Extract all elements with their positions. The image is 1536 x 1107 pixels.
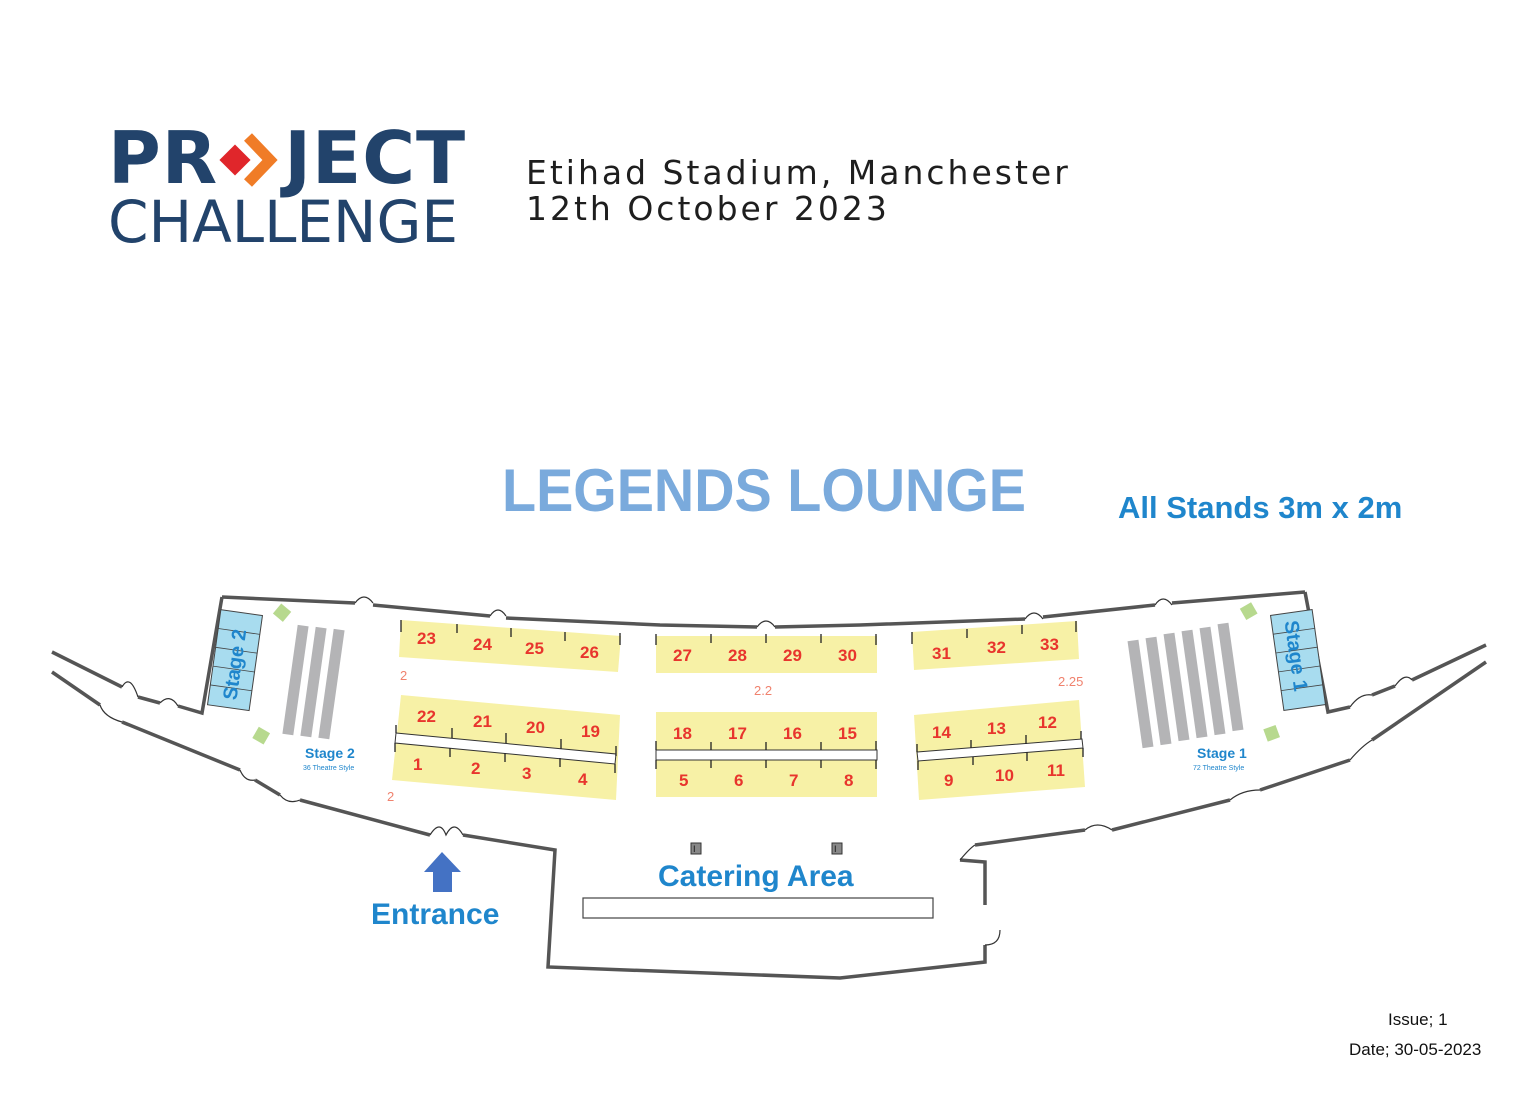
stand-9: 9 (944, 771, 953, 790)
venue-location: Etihad Stadium, Manchester (526, 153, 1071, 192)
logo-text-ject: JECT (284, 116, 467, 200)
entrance-arrow-icon (424, 852, 461, 892)
stand-20: 20 (526, 718, 545, 737)
dimension-center-aisle: 2.2 (754, 683, 772, 698)
dimension-left-front: 2 (387, 789, 394, 804)
stand-32: 32 (987, 638, 1006, 657)
stand-21: 21 (473, 712, 492, 731)
plant-icon (1239, 602, 1258, 621)
stand-18: 18 (673, 724, 692, 743)
svg-text:I: I (693, 844, 696, 854)
plant-icon (1263, 724, 1280, 742)
stand-19: 19 (581, 722, 600, 741)
stand-2: 2 (471, 759, 480, 778)
dimension-right-aisle: 2.25 (1058, 674, 1083, 689)
diamond-chevron-icon (218, 128, 284, 188)
stage-1-capacity: 72 Theatre Style (1193, 765, 1244, 772)
stand-size-note: All Stands 3m x 2m (1118, 490, 1403, 525)
stand-31: 31 (932, 644, 951, 663)
stand-16: 16 (783, 724, 802, 743)
stand-22: 22 (417, 707, 436, 726)
catering-area-label: Catering Area (658, 860, 854, 893)
issue-date: Date; 30-05-2023 (1349, 1040, 1482, 1059)
doors (99, 596, 1413, 946)
stand-3: 3 (522, 764, 531, 783)
stand-4: 4 (578, 770, 588, 789)
stand-7: 7 (789, 771, 798, 790)
stand-14: 14 (932, 723, 951, 742)
stand-15: 15 (838, 724, 857, 743)
catering-counter (582, 897, 934, 919)
stand-12: 12 (1038, 713, 1057, 732)
stand-17: 17 (728, 724, 747, 743)
stand-23: 23 (417, 629, 436, 648)
floorplan-title: LEGENDS LOUNGE (502, 457, 1026, 524)
stand-28: 28 (728, 646, 747, 665)
stage-2-capacity: 36 Theatre Style (303, 765, 354, 772)
stand-24: 24 (473, 635, 492, 654)
plant-icon (252, 726, 271, 745)
stand-30: 30 (838, 646, 857, 665)
stand-block-left: 23 24 25 26 22 21 20 19 1 2 3 4 (392, 620, 621, 800)
issue-number: Issue; 1 (1388, 1010, 1448, 1029)
stage-1-label: Stage 1 (1197, 745, 1247, 761)
event-info: Etihad Stadium, Manchester 12th October … (526, 155, 1071, 227)
event-date: 12th October 2023 (526, 189, 890, 228)
stand-27: 27 (673, 646, 692, 665)
stage-2-seating (282, 624, 345, 740)
stand-8: 8 (844, 771, 853, 790)
entrance-label: Entrance (371, 898, 499, 931)
svg-text:I: I (834, 844, 837, 854)
stand-11: 11 (1047, 761, 1065, 780)
stand-13: 13 (987, 719, 1006, 738)
walls (51, 590, 1487, 980)
stand-block-center: 27 28 29 30 18 17 16 15 5 6 7 8 (655, 634, 878, 797)
stand-26: 26 (580, 643, 599, 662)
stand-block-right: 31 32 33 14 13 12 9 10 11 (911, 621, 1085, 800)
pillar-icon: I (831, 842, 843, 855)
plant-icon (272, 603, 292, 622)
pillar-icon: I (690, 842, 702, 855)
stand-6: 6 (734, 771, 743, 790)
stage-2-label: Stage 2 (305, 745, 355, 761)
logo-line-challenge: CHALLENGE (108, 188, 459, 256)
stand-10: 10 (995, 766, 1014, 785)
stage-1-platform: Stage 1 (1269, 608, 1327, 712)
stand-29: 29 (783, 646, 802, 665)
stage-1-seating (1127, 622, 1244, 749)
stand-25: 25 (525, 639, 544, 658)
stand-5: 5 (679, 771, 688, 790)
dimension-left-aisle: 2 (400, 668, 407, 683)
stand-33: 33 (1040, 635, 1059, 654)
stand-1: 1 (413, 755, 422, 774)
stage-2-platform: Stage 2 (206, 609, 264, 712)
logo-text-pr: PR (108, 116, 219, 200)
